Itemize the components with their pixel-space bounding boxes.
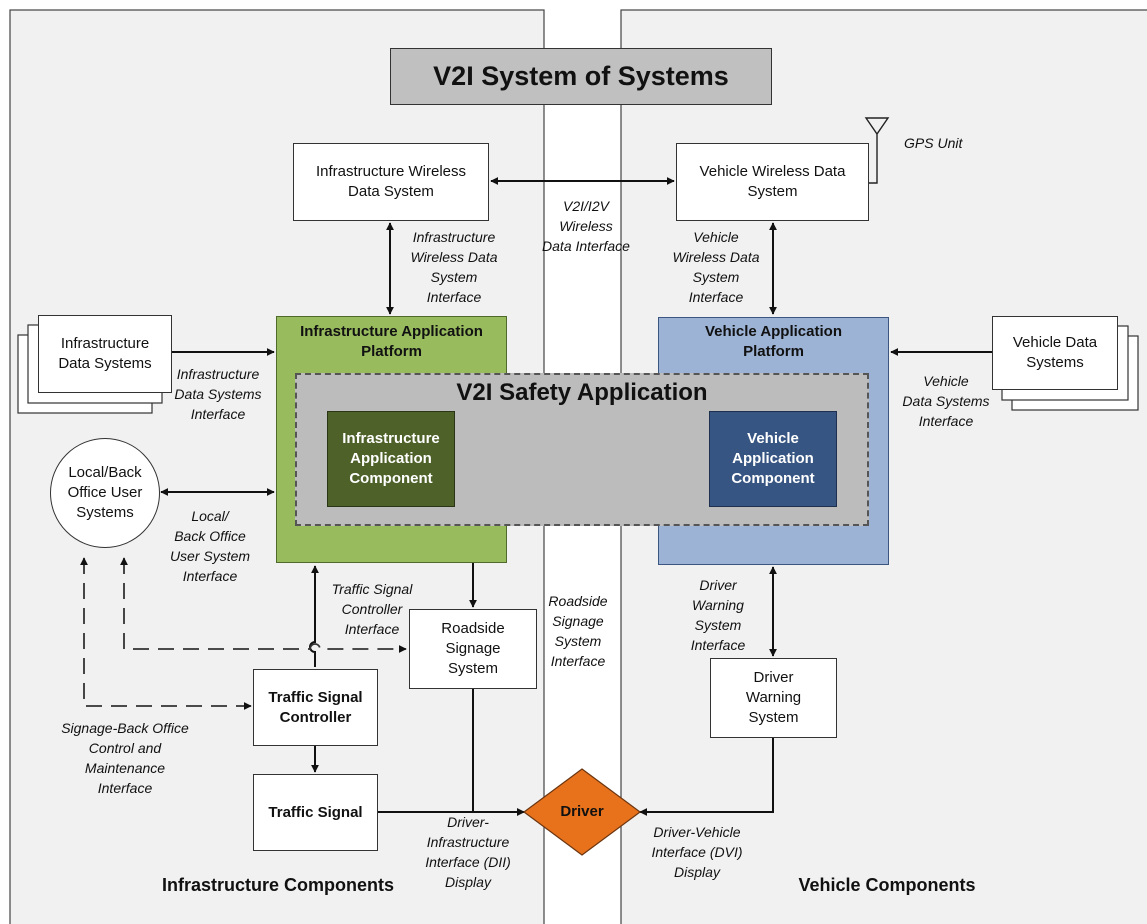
roadside-signage-interface-label: Roadside Signage System Interface (548, 593, 608, 669)
gps-antenna (864, 117, 890, 184)
traffic-signal-box: Traffic Signal (253, 774, 378, 851)
traffic-signal-controller-interface-label: Traffic Signal Controller Interface (331, 581, 413, 637)
traffic-signal-controller-label: Traffic Signal Controller (268, 688, 363, 726)
vehicle-wireless-interface-label: Vehicle Wireless Data System Interface (672, 229, 760, 305)
local-back-office-circle: Local/Back Office User Systems (50, 438, 160, 548)
driver-warning-box: Driver Warning System (710, 658, 837, 738)
infra-data-box: Infrastructure Data Systems (38, 315, 172, 393)
driver-diamond (522, 768, 642, 856)
vehicle-component-label: Vehicle Application Component (731, 430, 815, 487)
infra-component-label: Infrastructure Application Component (342, 430, 440, 487)
dashed-controller-link (80, 557, 252, 710)
system-title: V2I System of Systems (390, 48, 772, 105)
vehicle-component-box: Vehicle Application Component (709, 411, 837, 507)
system-title-text: V2I System of Systems (433, 61, 729, 91)
infra-component-box: Infrastructure Application Component (327, 411, 455, 507)
infra-data-label: Infrastructure Data Systems (58, 335, 152, 372)
vehicle-data-box: Vehicle Data Systems (992, 316, 1118, 390)
traffic-signal-controller-box: Traffic Signal Controller (253, 669, 378, 746)
local-back-office-label: Local/Back Office User Systems (67, 464, 143, 521)
vehicle-wireless-label: Vehicle Wireless Data System (699, 163, 846, 200)
gps-label: GPS Unit (904, 135, 963, 151)
vehicle-data-interface-label: Vehicle Data Systems Interface (902, 373, 990, 429)
safety-application-title: V2I Safety Application (456, 379, 708, 406)
driver-warning-label: Driver Warning System (745, 669, 802, 726)
driver-warning-interface-label: Driver Warning System Interface (690, 577, 746, 653)
vehicle-platform-label: Vehicle Application Platform (705, 323, 842, 360)
roadside-signage-label: Roadside Signage System (441, 620, 505, 677)
warning-driver-link (639, 738, 774, 816)
dii-interface-label: Driver- Infrastructure Interface (DII) D… (425, 814, 511, 890)
vehicle-wireless-box: Vehicle Wireless Data System (676, 143, 869, 221)
dvi-interface-label: Driver-Vehicle Interface (DVI) Display (651, 824, 743, 880)
signage-driver-link (472, 689, 525, 816)
infra-wireless-label: Infrastructure Wireless Data System (315, 163, 467, 200)
infra-wireless-interface-label: Infrastructure Wireless Data System Inte… (410, 229, 498, 305)
driver-label: Driver (560, 803, 604, 820)
vehicle-data-label: Vehicle Data Systems (1012, 334, 1098, 371)
v2i-wireless-interface-label: V2I/I2V Wireless Data Interface (542, 198, 630, 254)
vehicle-components-caption: Vehicle Components (798, 875, 976, 895)
infrastructure-components-caption: Infrastructure Components (161, 875, 395, 895)
traffic-signal-label: Traffic Signal (268, 803, 363, 821)
infra-data-interface-label: Infrastructure Data Systems Interface (174, 366, 262, 422)
roadside-signage-box: Roadside Signage System (409, 609, 537, 689)
infra-platform-label: Infrastructure Application Platform (300, 323, 483, 360)
signage-back-office-interface-label: Signage-Back Office Control and Maintena… (61, 720, 189, 796)
local-back-office-interface-label: Local/ Back Office User System Interface (169, 508, 251, 584)
dashed-signage-link (120, 557, 407, 653)
infra-wireless-box: Infrastructure Wireless Data System (293, 143, 489, 221)
